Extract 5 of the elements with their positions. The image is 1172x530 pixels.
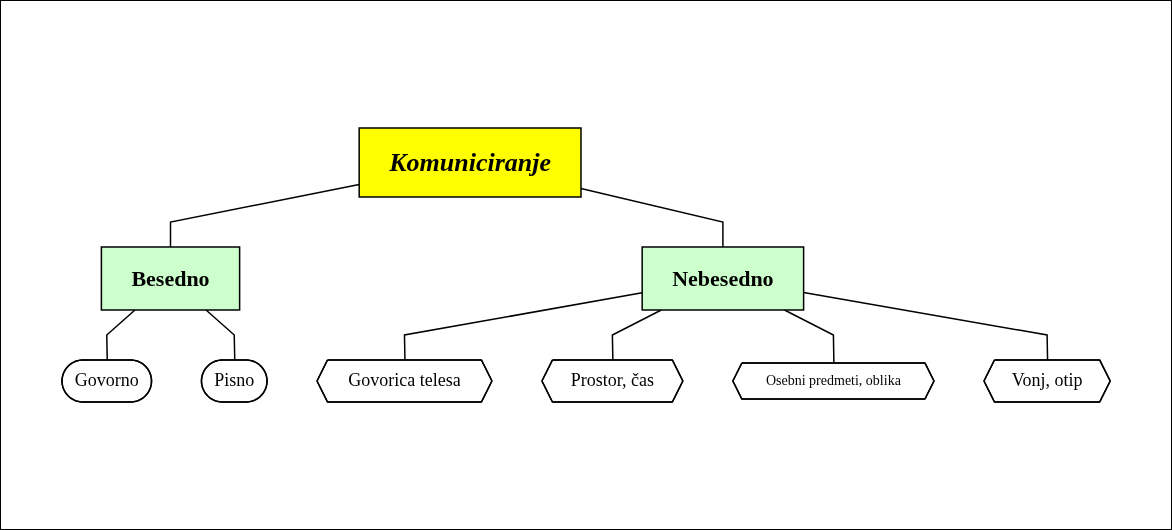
node-box: Komuniciranje — [358, 127, 582, 198]
connector — [169, 183, 360, 248]
connector — [580, 187, 724, 248]
node-box: Nebesedno — [641, 246, 805, 311]
node-box: Besedno — [100, 246, 241, 311]
